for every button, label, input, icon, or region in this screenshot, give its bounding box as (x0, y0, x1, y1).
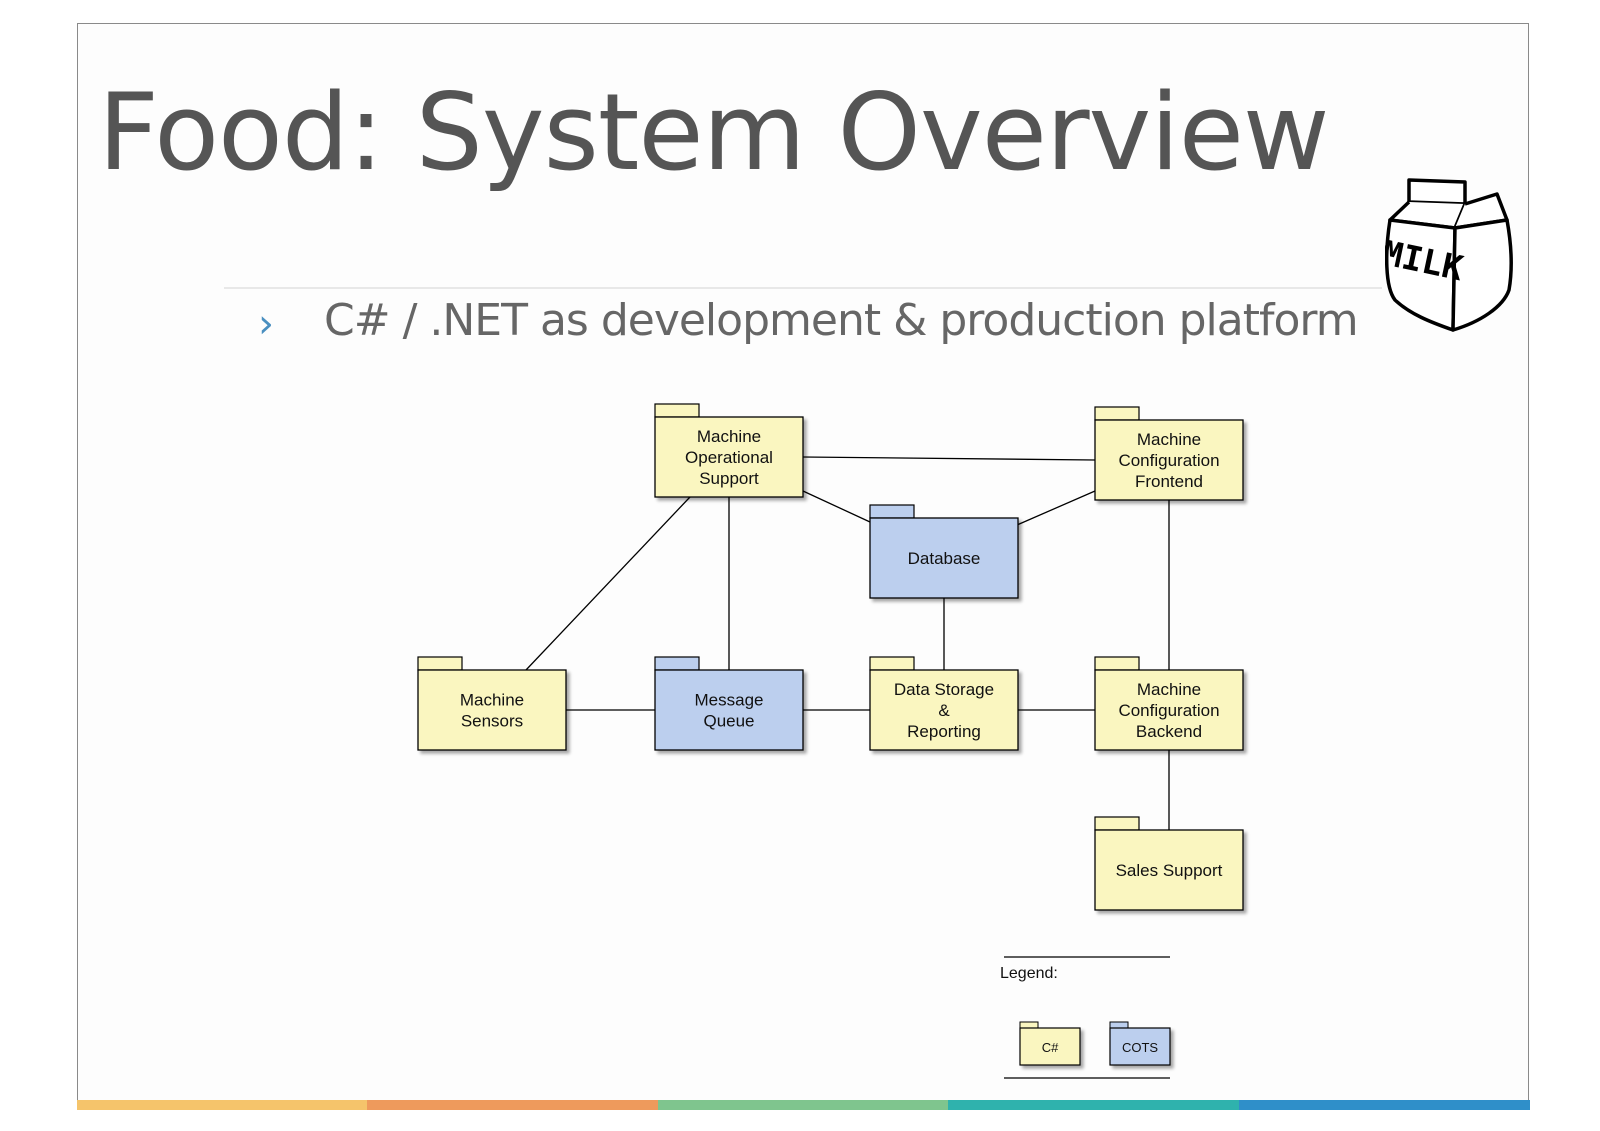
package-label: Queue (703, 712, 754, 731)
package-label: Machine (460, 691, 524, 710)
connector-mos-ms (525, 496, 691, 671)
package-data-storage-reporting: Data Storage & Reporting (869, 656, 1019, 751)
slide-title: Food: System Overview (98, 71, 1330, 194)
legend-item-cots: COTS (1109, 1021, 1171, 1066)
connector-mos-mcf (802, 456, 1096, 461)
package-label: Sales Support (1116, 861, 1223, 880)
milk-carton-icon: MILK (1385, 178, 1513, 332)
bullet-text: C# / .NET as development & production pl… (324, 295, 1359, 346)
legend-label: C# (1042, 1040, 1059, 1055)
package-label: & (938, 701, 950, 720)
package-label: Sensors (461, 712, 523, 731)
package-label: Machine (1137, 430, 1201, 449)
connector-mos-db (802, 490, 871, 523)
slide-frame (77, 23, 1529, 1110)
package-label: Reporting (907, 722, 981, 741)
package-label: Configuration (1118, 451, 1219, 470)
package-label: Data Storage (894, 680, 994, 699)
diagram-legend: Legend: C# COTS (1000, 956, 1171, 1079)
bottom-bar-segment (77, 1100, 368, 1110)
legend-item-csharp: C# (1019, 1021, 1081, 1066)
package-label: Message (695, 691, 764, 710)
package-label: Frontend (1135, 472, 1203, 491)
package-label: Operational (685, 448, 773, 467)
bottom-bar-segment (1238, 1100, 1530, 1110)
title-divider (224, 287, 1382, 289)
package-label: Machine (697, 427, 761, 446)
connector-mcf-db (1016, 490, 1096, 526)
package-sales-support: Sales Support (1094, 816, 1244, 911)
package-label: Configuration (1118, 701, 1219, 720)
bottom-bar-segment (367, 1100, 659, 1110)
package-database: Database (869, 504, 1019, 599)
bullet-chevron-icon: › (258, 301, 274, 347)
bottom-bar-segment (948, 1100, 1240, 1110)
package-label: Support (699, 469, 759, 488)
bottom-bar-segment (657, 1100, 949, 1110)
package-label: Backend (1136, 722, 1202, 741)
package-label: Database (908, 549, 981, 568)
package-label: Machine (1137, 680, 1201, 699)
legend-title: Legend: (1000, 965, 1058, 982)
legend-label: COTS (1122, 1040, 1158, 1055)
